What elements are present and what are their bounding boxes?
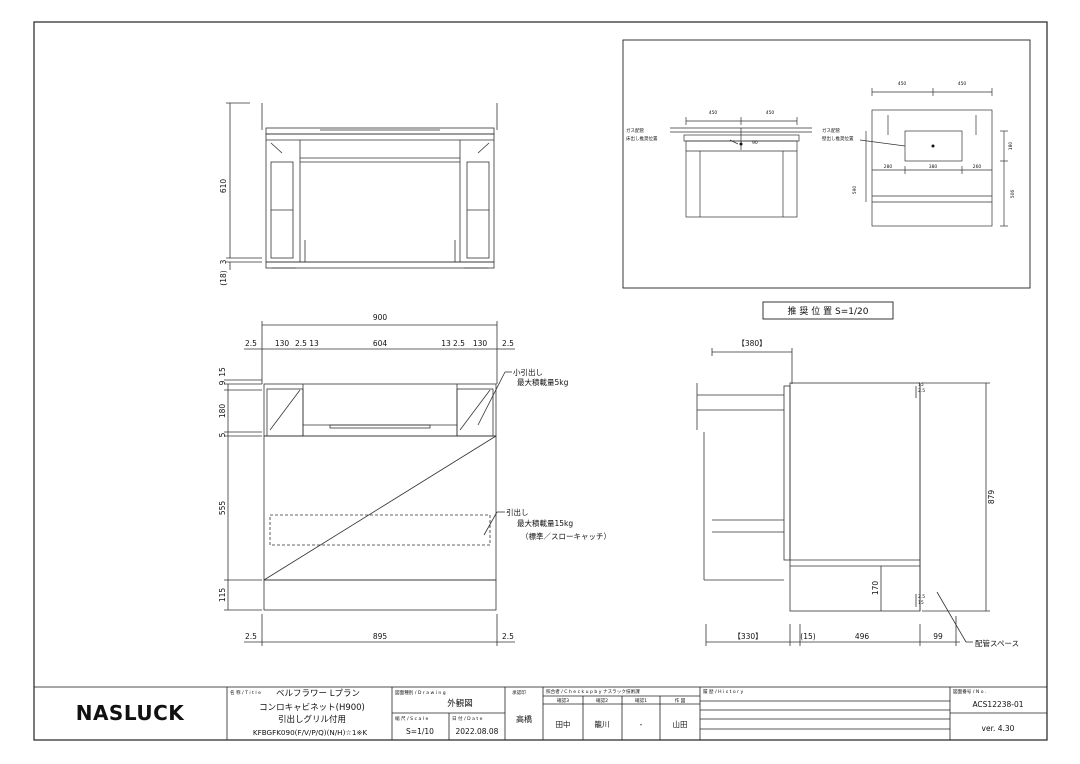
side-bottom-dim-496: 496: [855, 632, 870, 641]
side-dim-170: 170: [871, 581, 880, 596]
front-total-width: 900: [373, 313, 388, 322]
gas-pipe-wall-mark: [931, 144, 935, 148]
front-bottom-dim-3: 2.5: [502, 632, 514, 641]
front-bottom-dim-2: 895: [373, 632, 388, 641]
side-tiny-dim-2: 2.5: [918, 388, 925, 394]
approver-label: 承認印: [512, 689, 526, 696]
side-tiny-dim-3: 2.5: [918, 594, 925, 600]
title-line-4: KFBGFK090(F/V/P/Q)(N/H)☆1※K: [253, 728, 368, 737]
check-value-4: 山田: [673, 719, 688, 729]
side-dim-879: 879: [987, 490, 996, 505]
side-tiny-dim-1: 15: [918, 382, 924, 388]
top-view: [226, 102, 498, 270]
check-col-4: 作 図: [675, 697, 686, 704]
front-left-dim-115: 115: [218, 588, 227, 603]
side-bottom-dim-15: (15): [800, 632, 815, 641]
recommended-caption: 推 奨 位 置 S=1/20: [788, 305, 869, 317]
drawing-value: 外観図: [447, 698, 473, 709]
check-col-1: 確認3: [557, 697, 569, 704]
rec-dim-380: 380: [929, 164, 938, 170]
gas-label-right-1: ガス配管: [822, 127, 840, 134]
front-top-dim-4: 13: [309, 339, 319, 348]
title-block: [33, 686, 1048, 741]
drawer-note-3: （標準／スローキャッチ）: [521, 531, 611, 541]
front-top-dim-1: 2.5: [245, 339, 257, 348]
rec-dim-90: 90: [752, 140, 758, 146]
side-view: [696, 348, 990, 646]
small-drawer-note-1: 小引出し: [513, 367, 543, 377]
rec-dim-506: 506: [1010, 190, 1016, 199]
side-bottom-dim-330: 【330】: [733, 632, 762, 641]
gas-label-right-2: 壁出し推奨位置: [822, 135, 854, 142]
drawer-note-1: 引出し: [506, 507, 529, 517]
check-value-1: 田中: [556, 719, 571, 729]
recommended-position-frame: [622, 39, 1031, 289]
gas-pipe-floor-mark: [739, 142, 743, 146]
title-line-1: ベルフラワー Lプラン: [276, 689, 360, 699]
front-bottom-dim-1: 2.5: [245, 632, 257, 641]
rec-wall-dim-right: 450: [958, 81, 967, 87]
nasluck-logo: NASLUCK: [76, 701, 186, 725]
rec-dim-280: 280: [884, 164, 893, 170]
front-top-dim-6: 13: [441, 339, 451, 348]
front-left-dim-555: 555: [218, 501, 227, 516]
piping-space-note: 配管スペース: [975, 638, 1019, 648]
small-drawer-note-2: 最大積載量5kg: [517, 377, 569, 387]
date-label: 日 付 / D a t e: [452, 715, 483, 722]
dim-3: 3: [219, 259, 228, 264]
title-label: 名 称 / T i t l e: [230, 689, 261, 696]
dim-610: 610: [219, 179, 228, 194]
rec-dim-180: 180: [1008, 142, 1014, 151]
scale-label: 縮 尺 / S c a l e: [395, 715, 428, 722]
check-col-2: 確認2: [596, 697, 608, 704]
title-line-3: 引出しグリル付用: [278, 714, 346, 725]
rec-front-dim-left: 450: [709, 110, 718, 116]
front-top-dim-3: 2.5: [295, 339, 307, 348]
check-col-3: 確認1: [635, 697, 647, 704]
dim-18: (18): [219, 270, 228, 285]
front-left-dim-180: 180: [218, 404, 227, 419]
rec-dim-260: 260: [973, 164, 982, 170]
version-value: ver. 4.30: [982, 724, 1015, 733]
check-value-2: 籠川: [595, 719, 610, 729]
drawing-label: 図面種別 / D r a w i n g: [395, 689, 446, 696]
recommended-front-view: [670, 117, 812, 218]
scale-value: S=1/10: [406, 727, 434, 736]
side-bottom-dim-99: 99: [933, 632, 943, 641]
rec-front-dim-right: 450: [766, 110, 775, 116]
date-value: 2022.08.08: [456, 727, 499, 736]
approver-value: 高橋: [516, 714, 532, 724]
front-left-dim-9: 9: [218, 380, 227, 385]
front-top-dim-7: 2.5: [453, 339, 465, 348]
front-top-dim-8: 130: [473, 339, 488, 348]
front-left-dim-15: 15: [218, 367, 227, 377]
check-value-3: -: [640, 720, 643, 729]
rec-dim-590: 590: [852, 186, 858, 195]
number-value: ACS12238-01: [972, 700, 1023, 709]
rec-wall-dim-left: 450: [898, 81, 907, 87]
recommended-wall-view: [859, 88, 1008, 227]
gas-label-left-2: 床出し推奨位置: [626, 135, 658, 142]
title-line-2: コンロキャビネット(H900): [259, 703, 365, 713]
history-label: 履 歴 / H i s t o r y: [703, 689, 744, 695]
front-view: [224, 321, 515, 646]
front-top-dim-9: 2.5: [502, 339, 514, 348]
front-left-dim-5: 5: [218, 432, 227, 437]
recommended-caption-box: [762, 301, 894, 320]
side-tiny-dim-4: 15: [918, 600, 924, 606]
drawer-note-2: 最大積載量15kg: [517, 518, 573, 528]
number-label: 図面番号 / N o .: [953, 688, 986, 695]
check-label: 照合者 / C h e c k u p b y ナスラック技術課: [546, 688, 640, 695]
gas-label-left-1: ガス配管: [626, 127, 644, 134]
front-top-dim-2: 130: [275, 339, 290, 348]
side-dim-380: 【380】: [737, 339, 766, 348]
front-top-dim-5: 604: [373, 339, 388, 348]
